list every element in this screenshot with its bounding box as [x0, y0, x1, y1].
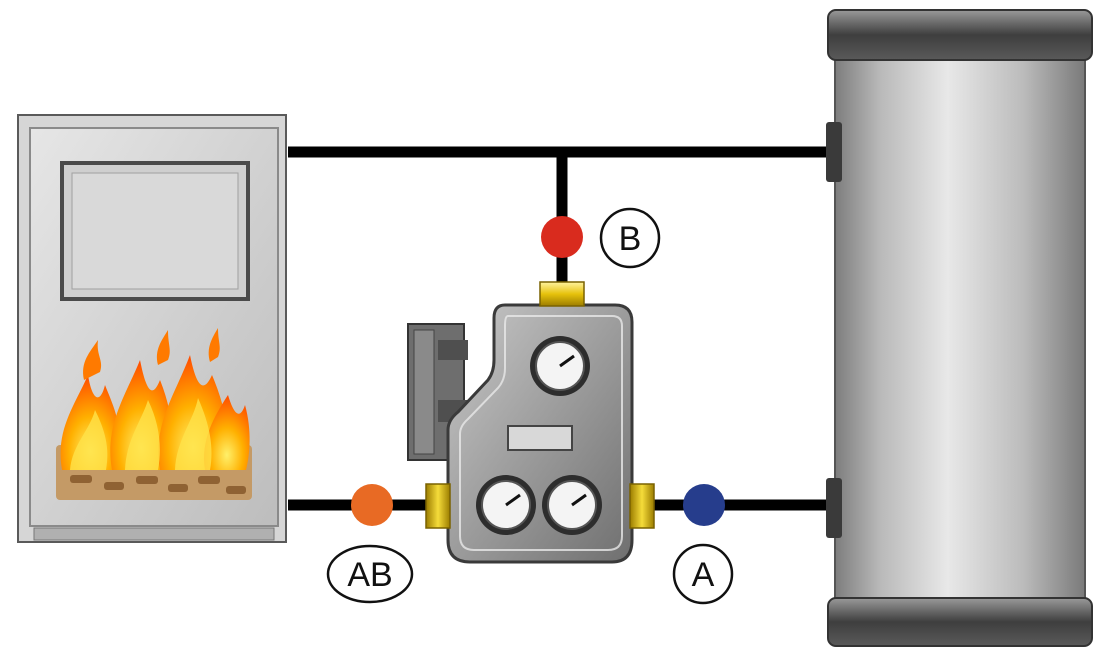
port-ab-label: AB — [326, 544, 414, 604]
port-ab-label-text: AB — [347, 556, 392, 594]
port-a-label-text: A — [692, 556, 715, 594]
port-b-marker — [541, 216, 583, 258]
pellet-boiler-icon — [17, 114, 287, 543]
wall-bracket — [407, 323, 468, 461]
thermometer-gauge-left — [476, 475, 536, 535]
port-b-label: B — [599, 207, 661, 269]
thermometer-gauge-top — [530, 336, 590, 396]
tank-bottom-band — [827, 597, 1093, 647]
tank-top-band — [827, 9, 1093, 61]
valve-display — [507, 425, 573, 451]
tank-top-connector — [826, 122, 842, 182]
storage-tank-icon — [826, 9, 1093, 647]
thermostatic-mixing-valve-icon — [407, 281, 655, 564]
fitting-right — [629, 483, 655, 529]
fitting-left — [425, 483, 451, 529]
port-a-label: A — [672, 543, 734, 605]
tank-bottom-connector — [826, 478, 842, 538]
port-b-label-text: B — [619, 220, 642, 258]
thermometer-gauge-right — [542, 475, 602, 535]
fire-icon — [60, 328, 250, 470]
port-a-marker — [683, 484, 725, 526]
fitting-top — [539, 281, 585, 307]
port-ab-marker — [351, 484, 393, 526]
